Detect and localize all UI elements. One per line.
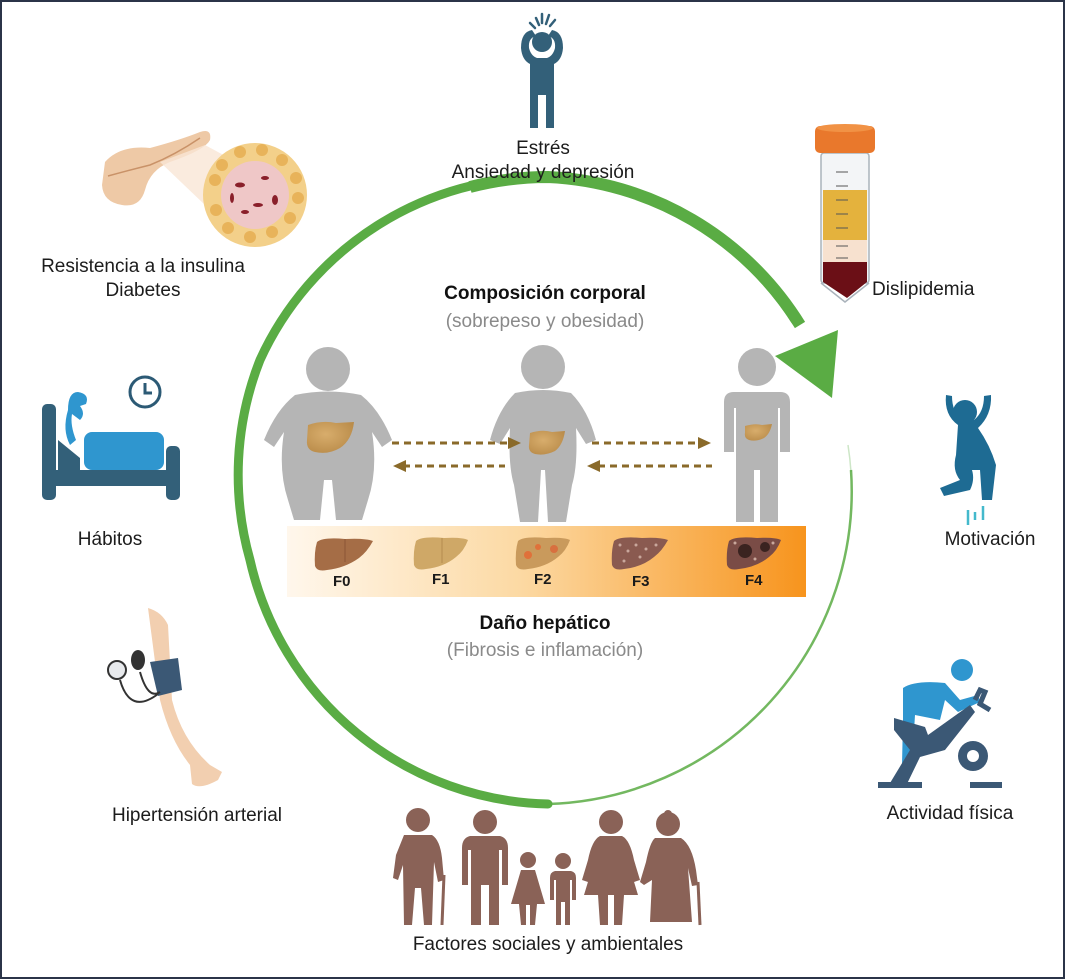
normal-figure-icon [724, 348, 790, 522]
liver-damage-subtitle: (Fibrosis e inflamación) [446, 640, 644, 661]
fatty-liver-icon [413, 537, 468, 570]
girl-icon [511, 852, 545, 925]
stress-label-line1: Estrés [516, 138, 570, 159]
obese-figure-icon [264, 347, 392, 520]
exercise-bike-icon [878, 659, 1002, 788]
liver-damage-title: Daño hepático [479, 613, 611, 634]
blood-tube-icon [815, 124, 875, 303]
fibrotic-liver-icon [611, 537, 668, 570]
factor-label-insulin: Resistencia a la insulina Diabetes [18, 255, 268, 303]
stage-label-f2: F2 [534, 571, 552, 588]
cycle-arc-top-thick [468, 170, 806, 329]
factor-label-social: Factores sociales y ambientales [398, 933, 698, 957]
factor-label-motivation: Motivación [930, 528, 1050, 552]
dashed-arrows [392, 437, 712, 472]
cycle-arrow [233, 170, 853, 809]
stage-label-f0: F0 [333, 573, 351, 590]
bed-clock-icon [42, 375, 180, 500]
insulin-label-line1: Resistencia a la insulina [41, 256, 245, 277]
stress-label-line2: Ansiedad y depresión [451, 162, 635, 183]
stressed-person-icon [521, 12, 563, 128]
elderly-woman-icon [640, 810, 702, 926]
body-composition-subtitle: (sobrepeso y obesidad) [445, 311, 645, 332]
stage-label-f4: F4 [745, 572, 763, 589]
factor-label-stress: Estrés Ansiedad y depresión [438, 137, 648, 185]
dyslipidemia-label-line1: Dislipidemia [872, 279, 975, 300]
jumping-person-icon [940, 395, 996, 525]
boy-icon [550, 853, 576, 925]
motivation-label-line1: Motivación [944, 529, 1036, 550]
insulin-label-line2: Diabetes [105, 280, 181, 301]
body-composition-title: Composición corporal [444, 283, 646, 304]
inflamed-liver-icon [515, 537, 570, 570]
cycle-arc-fade [547, 469, 853, 806]
woman-icon [582, 810, 640, 925]
healthy-liver-icon [314, 538, 373, 571]
cycle-arrowhead [775, 330, 838, 398]
liver-stage-icons [314, 537, 781, 571]
stage-label-f3: F3 [632, 573, 650, 590]
family-group-icon [393, 808, 702, 926]
physical-activity-label-line1: Actividad física [886, 803, 1014, 824]
habits-label-line1: Hábitos [77, 529, 143, 550]
factor-label-habits: Hábitos [60, 528, 160, 552]
overweight-figure-icon [490, 345, 596, 522]
factor-label-hypertension: Hipertensión arterial [92, 804, 302, 828]
social-label-line1: Factores sociales y ambientales [412, 934, 684, 955]
cirrhotic-liver-icon [726, 537, 781, 570]
elderly-man-icon [393, 808, 446, 926]
factor-label-dyslipidemia: Dislipidemia [872, 278, 992, 302]
pancreas-islet-icon [102, 131, 307, 247]
stage-label-f1: F1 [432, 571, 450, 588]
man-icon [462, 810, 508, 925]
factor-label-physical-activity: Actividad física [870, 802, 1030, 826]
blood-pressure-cuff-icon [107, 608, 222, 787]
hypertension-label-line1: Hipertensión arterial [111, 805, 283, 826]
body-liver-icons [306, 421, 772, 455]
